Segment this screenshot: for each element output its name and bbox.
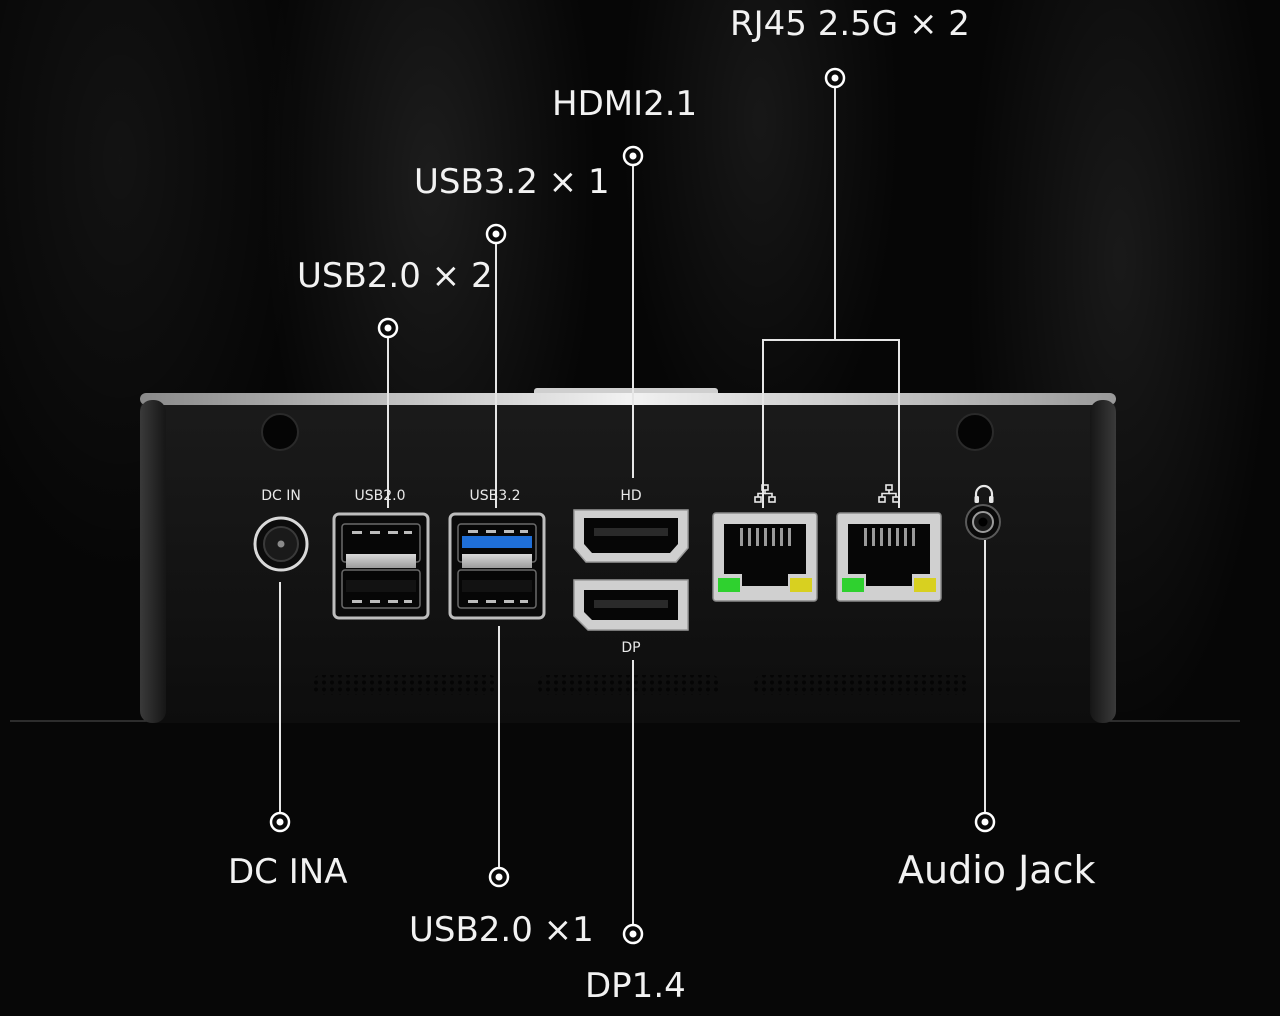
callout-usb20-top: USB2.0 × 2 (297, 256, 493, 296)
dc-in-port (253, 516, 309, 572)
headphone-icon (974, 484, 994, 503)
leader-lines (279, 86, 986, 926)
screw-hole (956, 413, 994, 451)
screw-hole (261, 413, 299, 451)
port-label-usb20: USB2.0 (354, 488, 406, 504)
port-label-usb32: USB3.2 (469, 488, 521, 504)
displayport-port (573, 579, 689, 631)
callout-markers (269, 67, 996, 945)
table-surface (0, 720, 1280, 1016)
vents (312, 675, 970, 695)
callout-rj45: RJ45 2.5G × 2 (730, 4, 970, 44)
callout-usb32: USB3.2 × 1 (414, 162, 610, 202)
hdmi-port (573, 509, 689, 563)
usb3-port-stack (448, 512, 546, 620)
network-icon (754, 484, 776, 503)
rj45-port-2 (836, 512, 942, 602)
callout-usb20-bottom: USB2.0 ×1 (409, 910, 594, 950)
callout-dc-in: DC INA (228, 852, 348, 892)
port-label-hd: HD (620, 488, 642, 504)
rj45-port-1 (712, 512, 818, 602)
callout-hdmi: HDMI2.1 (552, 84, 698, 124)
usb2-port-stack (332, 512, 430, 620)
audio-jack-port (965, 504, 1001, 540)
network-icon (878, 484, 900, 503)
port-label-dc-in: DC IN (261, 488, 301, 504)
port-label-dp: DP (621, 640, 641, 656)
callout-dp: DP1.4 (585, 966, 686, 1006)
callout-audio: Audio Jack (898, 848, 1096, 892)
